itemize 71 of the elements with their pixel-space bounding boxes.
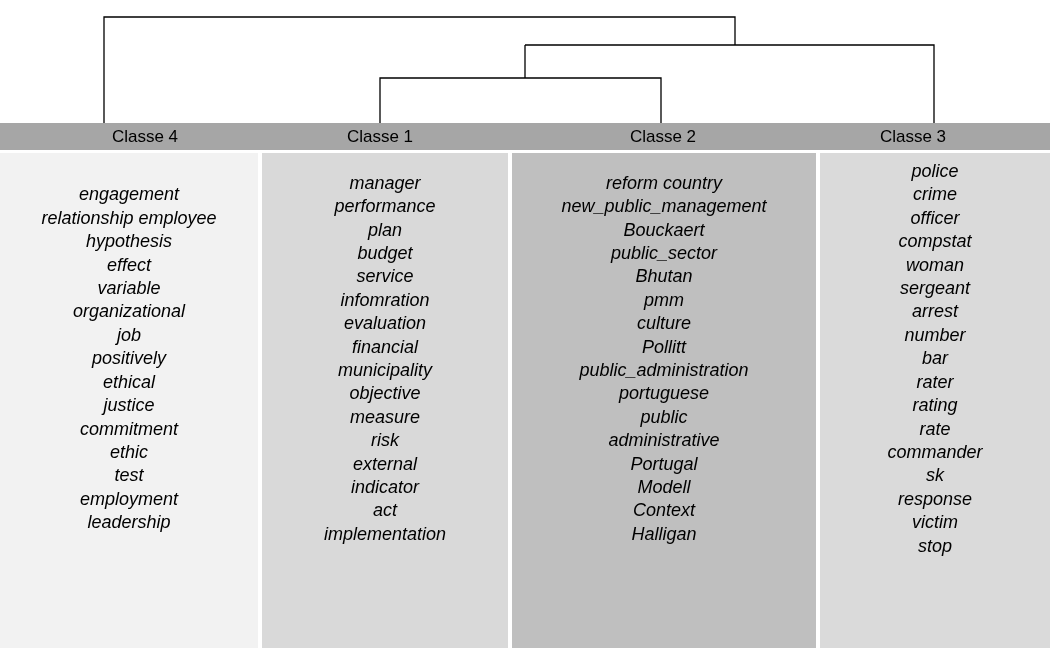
term-text: sk [926, 464, 944, 488]
term-text: Halligan [631, 522, 697, 546]
term-text: officer [910, 206, 960, 230]
term-text: external [352, 452, 417, 476]
term-text: bar [922, 347, 948, 371]
term-text: objective [349, 382, 421, 406]
class-heading: Classe 2 [629, 126, 697, 147]
term-text: municipality [337, 359, 432, 382]
term-text: implementation [323, 522, 447, 546]
class-heading: Classe 4 [111, 126, 179, 147]
term-text: Bhutan [635, 265, 693, 289]
class-column [512, 153, 816, 648]
term-text: victim [912, 511, 958, 535]
term-text: new_public_management [561, 195, 767, 219]
term-text: Portugal [630, 452, 698, 476]
term-text: portuguese [618, 382, 710, 406]
term-text: relationship employee [41, 206, 217, 230]
term-text: test [114, 464, 144, 488]
term-text: manager [349, 171, 421, 195]
term-text: service [356, 265, 414, 289]
term-text: rater [916, 370, 954, 394]
term-text: Context [632, 499, 695, 523]
term-text: organizational [72, 300, 186, 324]
term-text: ethical [103, 370, 155, 394]
term-text: positively [92, 347, 166, 371]
term-text: act [373, 499, 397, 523]
term-text: sergeant [899, 277, 971, 301]
term-text: rate [919, 417, 951, 441]
term-text: compstat [898, 230, 972, 254]
term-text: budget [357, 241, 413, 265]
term-text: commander [887, 440, 983, 464]
term-text: indicator [350, 476, 419, 500]
term-text: Modell [637, 476, 691, 500]
term-text: hypothesis [85, 230, 173, 254]
term-text: ethic [110, 440, 148, 464]
term-text: arrest [912, 300, 958, 324]
term-text: public_sector [610, 241, 718, 265]
term-text: public_administration [579, 359, 749, 382]
term-text: performance [334, 195, 436, 219]
term-text: job [117, 323, 141, 347]
term-text: culture [637, 312, 691, 336]
term-text: infomration [340, 288, 430, 312]
term-text: Pollitt [642, 335, 686, 359]
term-text: response [897, 487, 973, 511]
term-text: leadership [87, 511, 171, 535]
term-text: measure [350, 405, 420, 429]
term-text: employment [79, 487, 178, 511]
term-text: engagement [78, 183, 180, 207]
term-text: crime [913, 183, 957, 207]
term-text: plan [368, 218, 402, 242]
term-text: administrative [608, 429, 720, 453]
term-text: number [904, 323, 966, 347]
term-text: variable [97, 277, 161, 301]
class-heading: Classe 1 [346, 126, 414, 147]
term-text: police [911, 160, 959, 184]
term-text: woman [906, 253, 964, 277]
class-column [820, 153, 1050, 648]
term-text: stop [918, 534, 952, 558]
class-heading: Classe 3 [879, 126, 947, 147]
term-text: reform country [605, 171, 722, 195]
term-text: public [640, 405, 688, 429]
term-text: justice [103, 394, 155, 418]
term-text: evaluation [343, 312, 427, 336]
term-text: effect [107, 253, 151, 277]
term-text: rating [912, 394, 958, 418]
term-text: financial [351, 335, 418, 359]
term-text: risk [371, 429, 399, 453]
term-text: pmm [644, 288, 684, 312]
term-text: Bouckaert [623, 218, 705, 242]
term-text: commitment [80, 417, 178, 441]
class-column [262, 153, 508, 648]
